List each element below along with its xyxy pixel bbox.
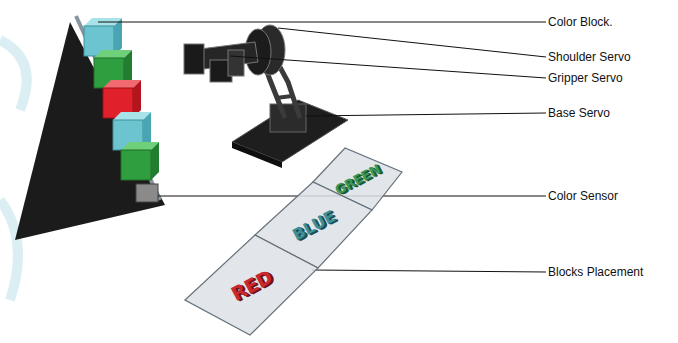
- leader-lines: [98, 22, 546, 272]
- color-sensor: [136, 184, 158, 202]
- ramp-rail: [76, 16, 160, 200]
- ramp: [15, 22, 165, 240]
- tile-shape: [185, 235, 318, 335]
- tile-text-holder: RED: [185, 235, 318, 335]
- color-cubes: [84, 18, 159, 180]
- watermark-shape: [0, 40, 27, 300]
- color-word: BLUE: [289, 206, 338, 244]
- part-label: Color Sensor: [548, 189, 618, 203]
- part-label: Shoulder Servo: [548, 50, 631, 64]
- color-word: RED: [227, 265, 276, 305]
- part-label: Base Servo: [548, 106, 610, 120]
- part-label: Blocks Placement: [548, 265, 643, 279]
- color-word: GREEN: [332, 161, 383, 197]
- part-label: Color Block.: [548, 15, 613, 29]
- placement-tile: RED: [185, 235, 318, 335]
- robot-arm: [184, 25, 348, 168]
- part-label: Gripper Servo: [548, 71, 623, 85]
